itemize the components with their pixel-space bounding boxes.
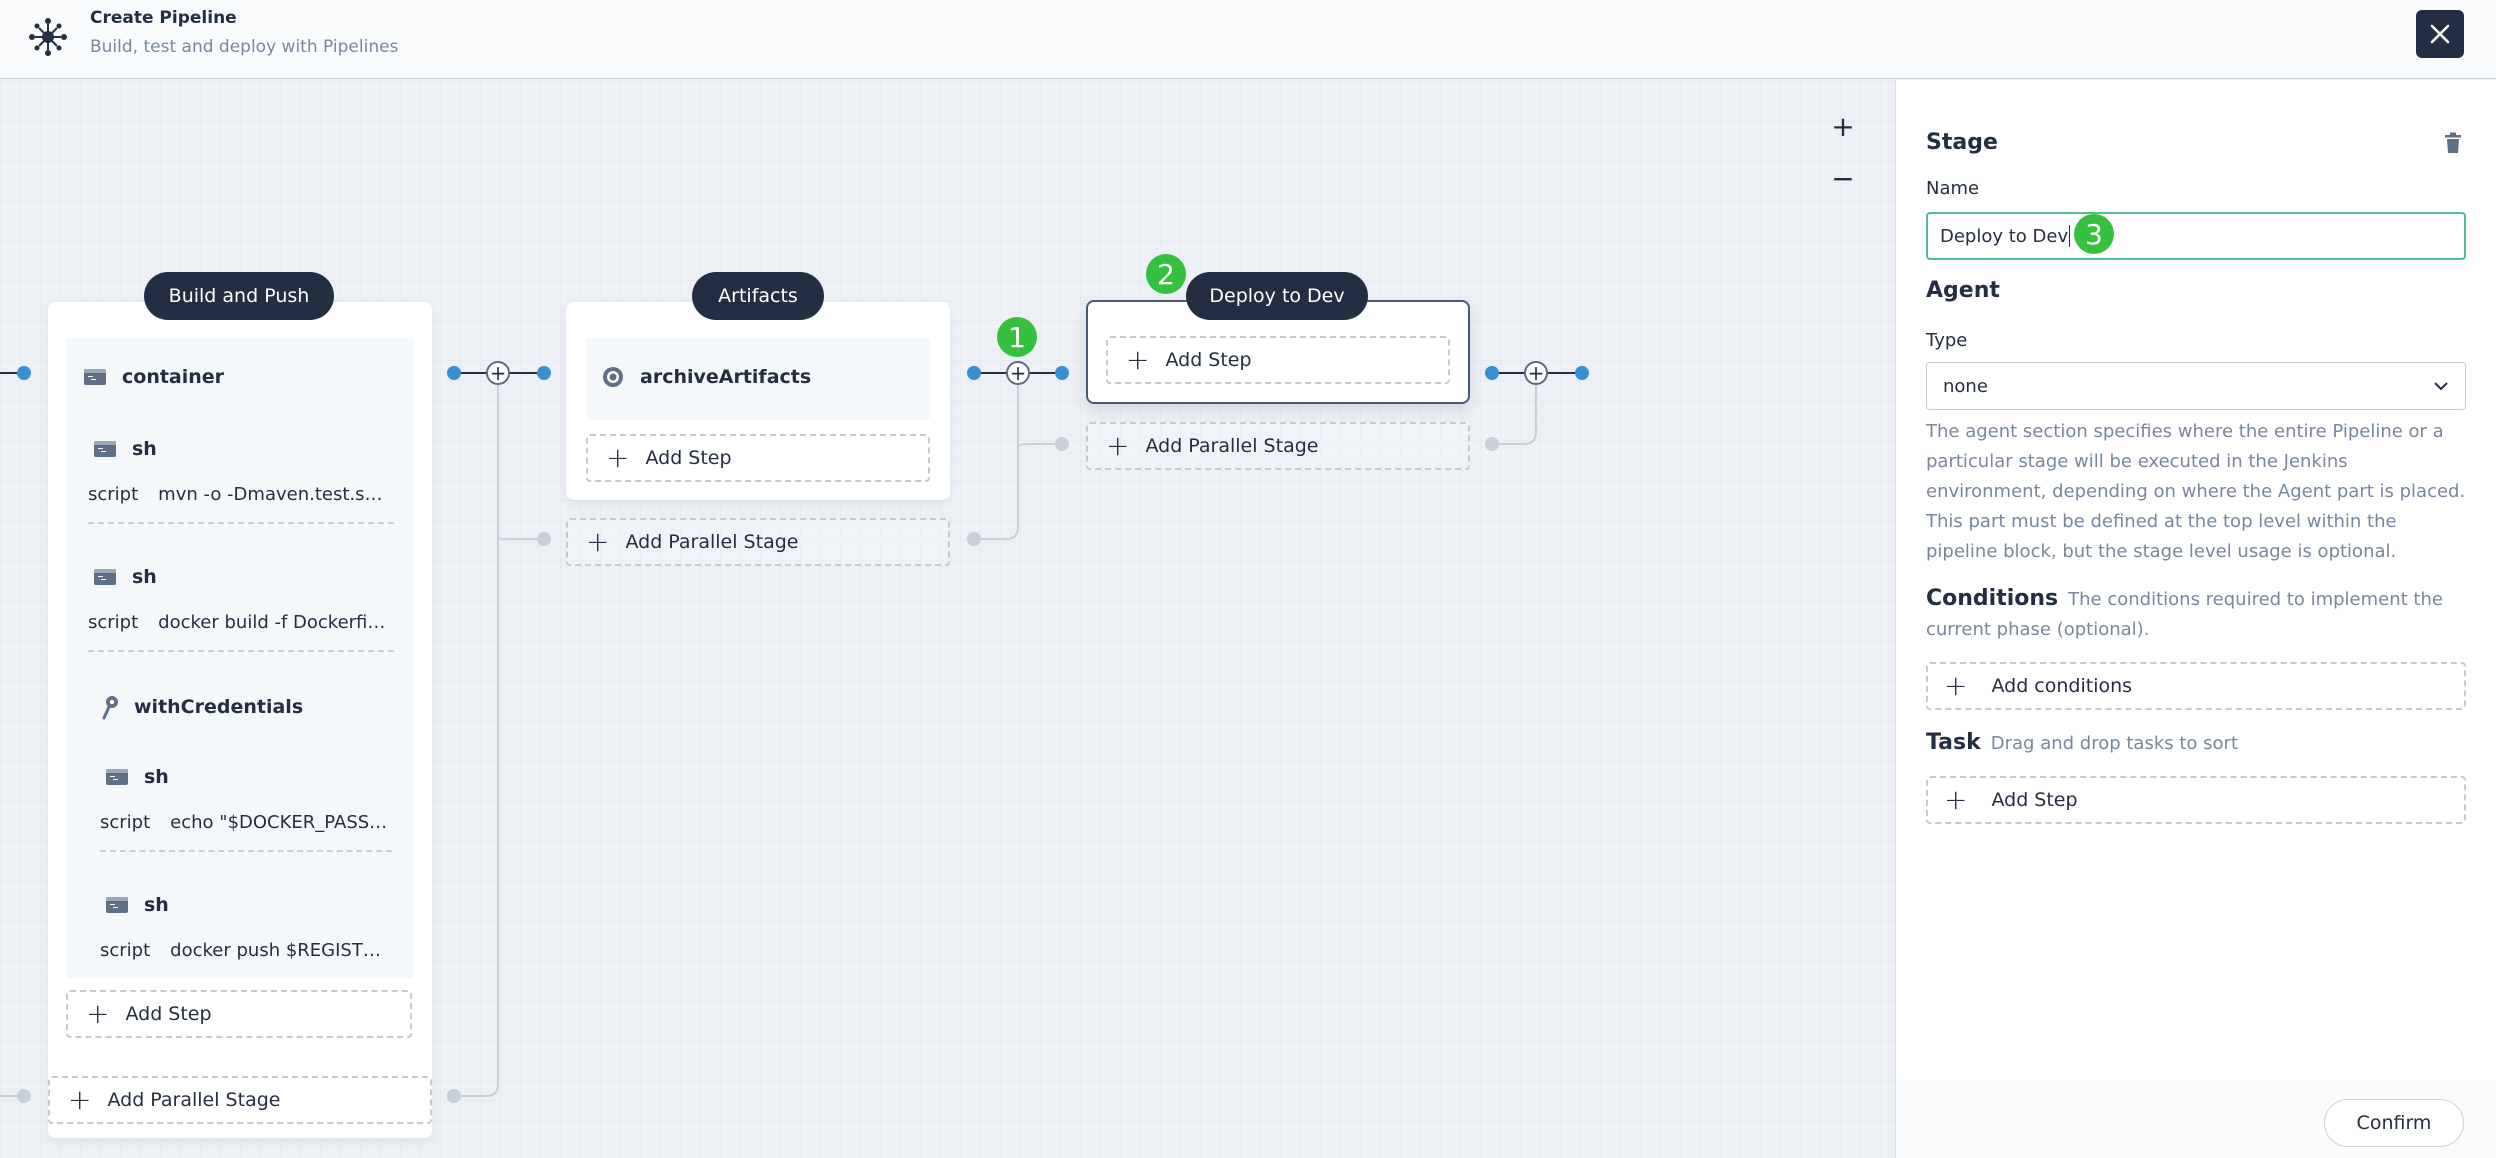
step-badge-1: 1: [997, 317, 1037, 357]
add-conditions-button[interactable]: + Add conditions: [1926, 662, 2466, 710]
panel-footer: Confirm: [1896, 1080, 2496, 1158]
plus-icon: +: [586, 525, 610, 558]
add-step-button[interactable]: + Add Step: [1926, 776, 2466, 824]
step-archiveartifacts[interactable]: archiveArtifacts: [602, 366, 811, 388]
step-badge-2: 2: [1146, 254, 1186, 294]
archive-icon: [603, 367, 623, 387]
add-step-button[interactable]: + Add Step: [1106, 336, 1450, 384]
conditions-title: Conditions: [1926, 586, 2059, 611]
add-stage-plus-button[interactable]: +: [1006, 361, 1030, 385]
steps-area: archiveArtifacts: [586, 338, 930, 420]
plus-icon: +: [1126, 343, 1150, 376]
header: Create Pipeline Build, test and deploy w…: [0, 0, 2496, 79]
zoom-in-button[interactable]: +: [1831, 110, 1855, 143]
plus-icon: +: [1944, 783, 1968, 816]
step-container[interactable]: container: [84, 366, 224, 388]
add-parallel-stage-button[interactable]: + Add Parallel Stage: [566, 518, 950, 566]
stage-settings-panel: Stage Name Deploy to Dev 3 Agent Type no…: [1895, 80, 2496, 1158]
conditions-description: The conditions required to implement the…: [1926, 589, 2443, 640]
name-label: Name: [1926, 178, 1980, 199]
divider: [88, 522, 394, 524]
close-button[interactable]: [2416, 10, 2464, 58]
container-icon: [84, 369, 106, 385]
step-badge-3: 3: [2074, 214, 2114, 254]
step-sh[interactable]: sh: [94, 566, 157, 588]
task-section: Task Drag and drop tasks to sort: [1926, 728, 2471, 759]
terminal-icon: [106, 897, 128, 913]
close-icon: [2430, 24, 2450, 44]
plus-icon: +: [606, 441, 630, 474]
stage-title-build-and-push[interactable]: Build and Push: [144, 272, 334, 320]
add-step-button[interactable]: + Add Step: [586, 434, 930, 482]
add-parallel-stage-button[interactable]: + Add Parallel Stage: [48, 1076, 432, 1124]
add-step-button[interactable]: + Add Step: [66, 990, 412, 1038]
pipeline-connectors: [0, 366, 1589, 1103]
agent-title: Agent: [1926, 278, 2000, 303]
terminal-icon: [94, 441, 116, 457]
add-stage-plus-button[interactable]: +: [1524, 361, 1548, 385]
plus-icon: +: [68, 1083, 92, 1116]
agent-description: The agent section specifies where the en…: [1926, 421, 2466, 562]
terminal-icon: [94, 569, 116, 585]
text-caret: [2069, 225, 2071, 247]
page-title: Create Pipeline: [90, 8, 237, 28]
task-description: Drag and drop tasks to sort: [1990, 733, 2238, 754]
stage-name-input[interactable]: Deploy to Dev: [1926, 212, 2466, 260]
terminal-icon: [106, 769, 128, 785]
confirm-button[interactable]: Confirm: [2324, 1099, 2464, 1147]
add-parallel-stage-button[interactable]: + Add Parallel Stage: [1086, 422, 1470, 470]
step-sh[interactable]: sh: [106, 894, 169, 916]
task-title: Task: [1926, 730, 1981, 755]
stage-title-artifacts[interactable]: Artifacts: [692, 272, 824, 320]
plus-icon: +: [1106, 429, 1130, 462]
plus-icon: +: [86, 997, 110, 1030]
pipeline-icon: [29, 18, 67, 56]
plus-icon: +: [1944, 669, 1968, 702]
chevron-down-icon: [2434, 382, 2448, 391]
stage-title-deploy-to-dev[interactable]: Deploy to Dev: [1186, 272, 1368, 320]
step-withcredentials[interactable]: withCredentials: [100, 694, 303, 720]
type-label: Type: [1926, 330, 1968, 351]
divider: [100, 850, 392, 852]
page-subtitle: Build, test and deploy with Pipelines: [90, 37, 399, 57]
agent-type-select[interactable]: none: [1926, 362, 2466, 410]
panel-title: Stage: [1926, 130, 1998, 155]
stage-card-deploy-to-dev[interactable]: + Add Step: [1086, 300, 1470, 404]
key-icon: [102, 696, 118, 720]
zoom-out-button[interactable]: −: [1831, 162, 1855, 195]
stage-card-artifacts[interactable]: archiveArtifacts + Add Step: [566, 302, 950, 500]
step-sh[interactable]: sh: [94, 438, 157, 460]
divider: [88, 650, 394, 652]
add-stage-plus-button[interactable]: +: [486, 361, 510, 385]
step-sh[interactable]: sh: [106, 766, 169, 788]
trash-icon[interactable]: [2444, 132, 2462, 154]
